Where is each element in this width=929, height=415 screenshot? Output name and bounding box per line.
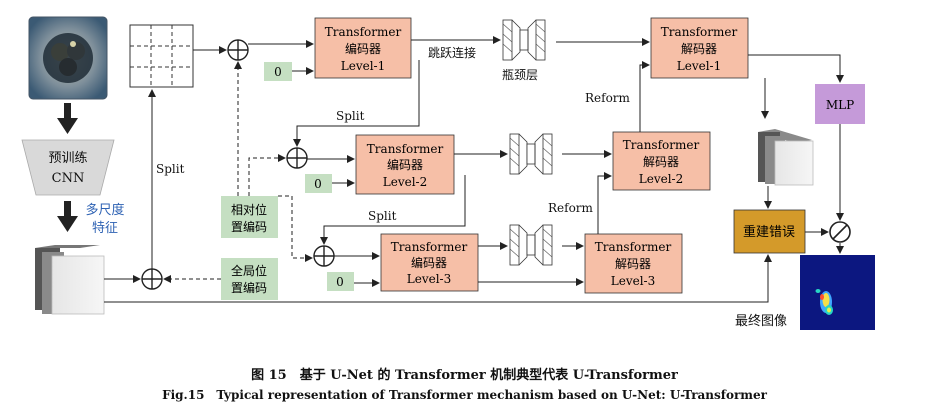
svg-text:解码器: 解码器 — [681, 42, 717, 56]
dashed-connectors — [163, 61, 313, 283]
add-op-level3 — [313, 245, 335, 267]
pretrained-cnn: 预训练 CNN — [21, 139, 115, 196]
add-op-level2 — [286, 147, 308, 169]
svg-text:Level-2: Level-2 — [639, 172, 683, 186]
add-op-features — [141, 268, 163, 290]
global-position-encoding: 全局位 置编码 — [221, 258, 278, 300]
bottleneck-level1 — [502, 19, 546, 61]
encoder-level-1: Transformer 编码器 Level-1 — [314, 17, 412, 79]
svg-text:Level-1: Level-1 — [677, 59, 721, 73]
encoder-1-level: Level-1 — [341, 59, 385, 73]
arrow-photo-to-cnn — [57, 103, 78, 134]
decoder-level-2: Transformer 解码器 Level-2 — [612, 131, 711, 191]
svg-text:全局位: 全局位 — [231, 263, 267, 278]
encoder-3-title: Transformer — [391, 240, 468, 254]
output-feature-cube — [758, 129, 814, 186]
svg-text:置编码: 置编码 — [231, 280, 267, 295]
encoder-2-subtitle: 编码器 — [387, 157, 423, 172]
encoder-level-3: Transformer 编码器 Level-3 — [380, 233, 479, 292]
split-label-features: Split — [156, 162, 185, 176]
caption-english: Fig.15 Typical representation of Transfo… — [162, 388, 767, 402]
connectors — [104, 36, 844, 303]
decoder-level-1: Transformer 解码器 Level-1 — [650, 17, 749, 79]
encoder-level-2: Transformer 编码器 Level-2 — [355, 134, 455, 195]
svg-text:重建错误: 重建错误 — [743, 224, 795, 240]
multiscale-feature-cube — [35, 245, 105, 315]
final-image-label: 最终图像 — [735, 313, 787, 329]
encoder-2-title: Transformer — [367, 142, 444, 156]
svg-text:Level-3: Level-3 — [611, 274, 655, 288]
bottleneck-level2 — [509, 133, 553, 175]
split-label-level2: Split — [368, 209, 397, 223]
zero-input-level3: 0 — [327, 272, 354, 291]
input-image — [28, 16, 108, 100]
zero-input-level2: 0 — [305, 174, 332, 193]
svg-text:解码器: 解码器 — [615, 257, 651, 271]
reform-label-level2: Reform — [548, 201, 594, 215]
split-label-level1: Split — [336, 109, 365, 123]
decoder-level-3: Transformer 解码器 Level-3 — [584, 233, 683, 294]
svg-text:Transformer: Transformer — [661, 25, 738, 39]
encoder-3-subtitle: 编码器 — [411, 255, 447, 270]
svg-text:MLP: MLP — [826, 98, 854, 112]
comparison-op — [829, 221, 851, 243]
svg-text:置编码: 置编码 — [231, 219, 267, 234]
mlp-box: MLP — [815, 84, 865, 124]
bottleneck-label: 瓶颈层 — [502, 68, 538, 82]
svg-text:0: 0 — [336, 275, 344, 289]
encoder-2-level: Level-2 — [383, 175, 427, 189]
encoder-3-level: Level-3 — [407, 272, 451, 286]
svg-text:相对位: 相对位 — [231, 202, 267, 217]
arrow-cnn-to-features — [57, 201, 78, 232]
bottleneck-level3 — [509, 224, 553, 266]
relative-position-encoding: 相对位 置编码 — [221, 196, 278, 238]
encoder-1-subtitle: 编码器 — [345, 41, 381, 56]
multiscale-label-line1: 多尺度 — [85, 202, 124, 218]
u-transformer-diagram: 预训练 CNN 多尺度 特征 — [21, 16, 875, 330]
cnn-label-line2: CNN — [52, 171, 85, 186]
svg-text:Transformer: Transformer — [595, 240, 672, 254]
zero-input-level1: 0 — [264, 62, 292, 81]
multiscale-label-line2: 特征 — [92, 221, 118, 236]
skip-connection-label: 跳跃连接 — [428, 45, 476, 60]
add-op-level1 — [227, 39, 249, 61]
reconstruction-error-box: 重建错误 — [733, 209, 806, 254]
svg-text:解码器: 解码器 — [643, 155, 679, 169]
output-heatmap — [800, 255, 875, 330]
svg-text:Transformer: Transformer — [623, 138, 700, 152]
svg-text:0: 0 — [314, 177, 322, 191]
svg-text:0: 0 — [274, 65, 282, 79]
reform-label-level1: Reform — [585, 91, 631, 105]
patch-grid — [129, 24, 194, 88]
caption-chinese: 图 15 基于 U-Net 的 Transformer 机制典型代表 U-Tra… — [251, 368, 678, 383]
encoder-1-title: Transformer — [325, 25, 402, 39]
cnn-label-line1: 预训练 — [48, 151, 87, 166]
